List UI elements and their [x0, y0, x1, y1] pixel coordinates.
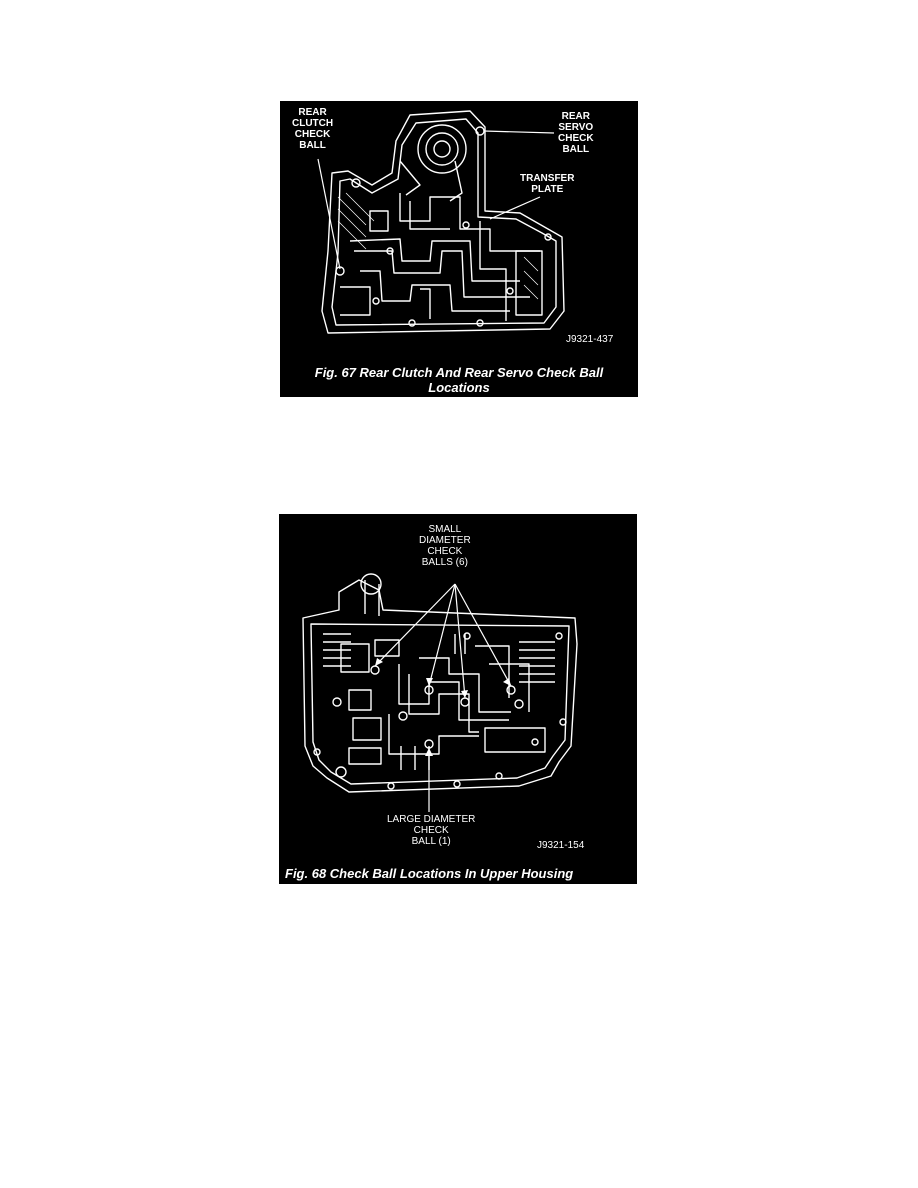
small-diameter-check-balls-label: SMALL DIAMETER CHECK BALLS (6) [419, 524, 471, 568]
large-diameter-check-ball-label: LARGE DIAMETER CHECK BALL (1) [387, 814, 476, 847]
transfer-plate-illustration [317, 110, 565, 334]
rear-servo-check-ball-label: REAR SERVO CHECK BALL [558, 111, 594, 155]
figure-code: J9321-437 [566, 334, 614, 345]
figure-68: SMALL DIAMETER CHECK BALLS (6) LARGE DIA… [279, 514, 637, 884]
figure-67: REAR CLUTCH CHECK BALL REAR SERVO CHECK … [280, 101, 638, 397]
transfer-plate-label: TRANSFER PLATE [520, 173, 575, 195]
figure-code: J9321-154 [537, 840, 585, 851]
figure-caption: Fig. 67 Rear Clutch And Rear Servo Check… [314, 365, 604, 395]
upper-housing-illustration [302, 573, 578, 812]
figure-caption: Fig. 68 Check Ball Locations In Upper Ho… [285, 866, 574, 881]
rear-clutch-check-ball-label: REAR CLUTCH CHECK BALL [292, 107, 334, 151]
